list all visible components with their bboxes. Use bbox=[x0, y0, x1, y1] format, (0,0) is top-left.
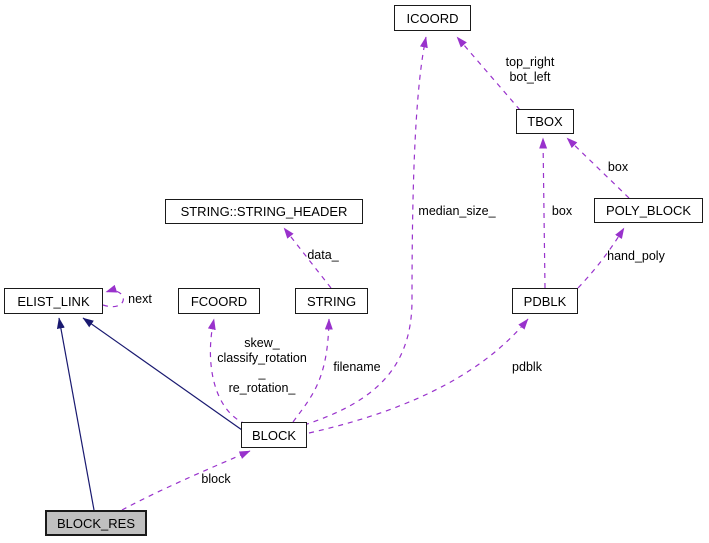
node-block-res[interactable]: BLOCK_RES bbox=[45, 510, 147, 536]
edge-pdblk-tbox bbox=[539, 137, 548, 289]
edge-blockres-elistlink bbox=[56, 317, 95, 511]
edge-block-icoord bbox=[303, 36, 428, 426]
edge-label-hand-poly: hand_poly bbox=[607, 249, 665, 263]
edge-label-top-right-bot-left: top_right bot_left bbox=[505, 55, 555, 84]
edge-polyblock-tbox bbox=[566, 137, 630, 199]
edge-label-next: next bbox=[128, 292, 152, 306]
edge-label-filename: filename bbox=[333, 360, 381, 374]
edge-label-box-pdblk: box bbox=[551, 204, 573, 218]
edge-block-fcoord bbox=[207, 318, 247, 425]
edge-label-median-size: median_size_ bbox=[418, 204, 496, 218]
edge-label-box-polyblock: box bbox=[607, 160, 629, 174]
edge-string-stringheader bbox=[283, 227, 332, 289]
edge-label-pdblk: pdblk bbox=[512, 360, 542, 374]
edge-block-pdblk bbox=[308, 318, 529, 434]
node-tbox[interactable]: TBOX bbox=[516, 109, 574, 134]
usage-edges bbox=[102, 36, 630, 511]
node-poly-block[interactable]: POLY_BLOCK bbox=[594, 198, 703, 223]
node-fcoord[interactable]: FCOORD bbox=[178, 288, 260, 314]
node-block[interactable]: BLOCK bbox=[241, 422, 307, 448]
edge-label-skew-classify-rotation-re-rotation: skew_ classify_rotation _ re_rotation_ bbox=[217, 336, 307, 395]
edge-blockres-block bbox=[121, 450, 251, 511]
node-icoord[interactable]: ICOORD bbox=[394, 5, 471, 31]
node-string-string-header[interactable]: STRING::STRING_HEADER bbox=[165, 199, 363, 224]
node-pdblk[interactable]: PDBLK bbox=[512, 288, 578, 314]
edge-label-data: data_ bbox=[307, 248, 339, 262]
edge-elistlink-self-next bbox=[102, 284, 124, 308]
edge-label-block: block bbox=[201, 472, 231, 486]
edge-block-string bbox=[292, 318, 333, 423]
node-elist-link[interactable]: ELIST_LINK bbox=[4, 288, 103, 314]
inheritance-edges bbox=[56, 317, 243, 511]
node-string[interactable]: STRING bbox=[295, 288, 368, 314]
edge-block-elistlink bbox=[82, 317, 243, 431]
edge-tbox-icoord bbox=[456, 36, 521, 111]
